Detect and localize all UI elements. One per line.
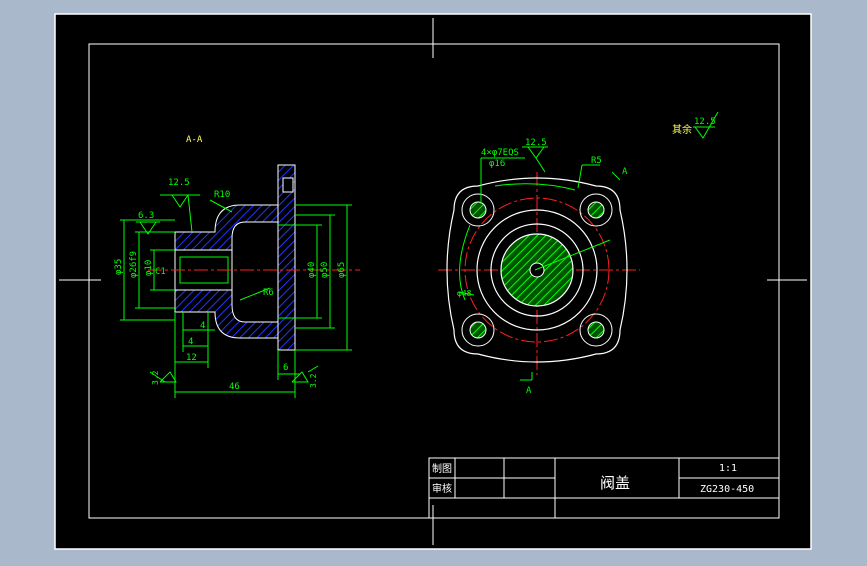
holes-sub: φ16 bbox=[489, 159, 505, 169]
flange-section bbox=[277, 164, 296, 351]
title-row1-label: 制图 bbox=[432, 462, 452, 475]
dim-phi65: φ65 bbox=[337, 262, 347, 278]
dim-phi10: φ10 bbox=[144, 260, 154, 276]
middle-ring bbox=[490, 223, 584, 317]
flange-outline bbox=[446, 177, 628, 363]
radius-inner-label: R6 bbox=[263, 288, 274, 298]
dim-flange: 6 bbox=[283, 363, 288, 373]
dim-46: 46 bbox=[229, 382, 240, 392]
dim-phi35: φ35 bbox=[114, 259, 124, 275]
radius-outer-label: R10 bbox=[214, 190, 230, 200]
dim-12: 12 bbox=[186, 353, 197, 363]
bolt-circle-dim: φ48 bbox=[457, 289, 472, 298]
roughness-top-label: 12.5 bbox=[168, 178, 190, 188]
section-title: A-A bbox=[186, 135, 203, 145]
title-block bbox=[428, 457, 780, 519]
general-roughness-label: 其余 bbox=[672, 123, 692, 136]
title-row2-label: 审核 bbox=[432, 482, 452, 495]
general-roughness-value: 12.5 bbox=[694, 117, 716, 127]
section-mark-bottom: A bbox=[526, 386, 532, 396]
section-mark-top: A bbox=[622, 167, 628, 177]
dim-phi26f9: φ26f9 bbox=[129, 251, 139, 278]
centering-marks bbox=[59, 18, 807, 545]
chamfer-label: C1 bbox=[155, 267, 166, 277]
dim-4b: 4 bbox=[188, 337, 193, 347]
holes-note: 4×φ7EQS bbox=[481, 148, 519, 158]
front-view: 4×φ7EQS φ16 12.5 R5 A A φ48 bbox=[438, 138, 640, 396]
outer-ring bbox=[476, 209, 598, 331]
lower-wall bbox=[174, 289, 279, 339]
upper-wall bbox=[174, 204, 279, 251]
scale: 1:1 bbox=[719, 463, 737, 474]
front-radius: R5 bbox=[591, 156, 602, 166]
bolt-holes bbox=[461, 193, 613, 347]
part-name: 阀盖 bbox=[600, 474, 630, 492]
general-roughness: 其余 12.5 bbox=[672, 111, 719, 139]
dim-phi40: φ40 bbox=[307, 262, 317, 278]
front-roughness: 12.5 bbox=[525, 138, 547, 148]
dim-4a: 4 bbox=[200, 321, 205, 331]
material: ZG230-450 bbox=[700, 484, 754, 495]
center-bore bbox=[529, 262, 545, 278]
dim-phi50: φ50 bbox=[320, 262, 330, 278]
section-view: A-A bbox=[114, 135, 360, 398]
roughness-side-label: 6.3 bbox=[138, 211, 154, 221]
roughness-right-label: 3.2 bbox=[309, 373, 318, 388]
roughness-left-label: 3.2 bbox=[151, 370, 160, 385]
